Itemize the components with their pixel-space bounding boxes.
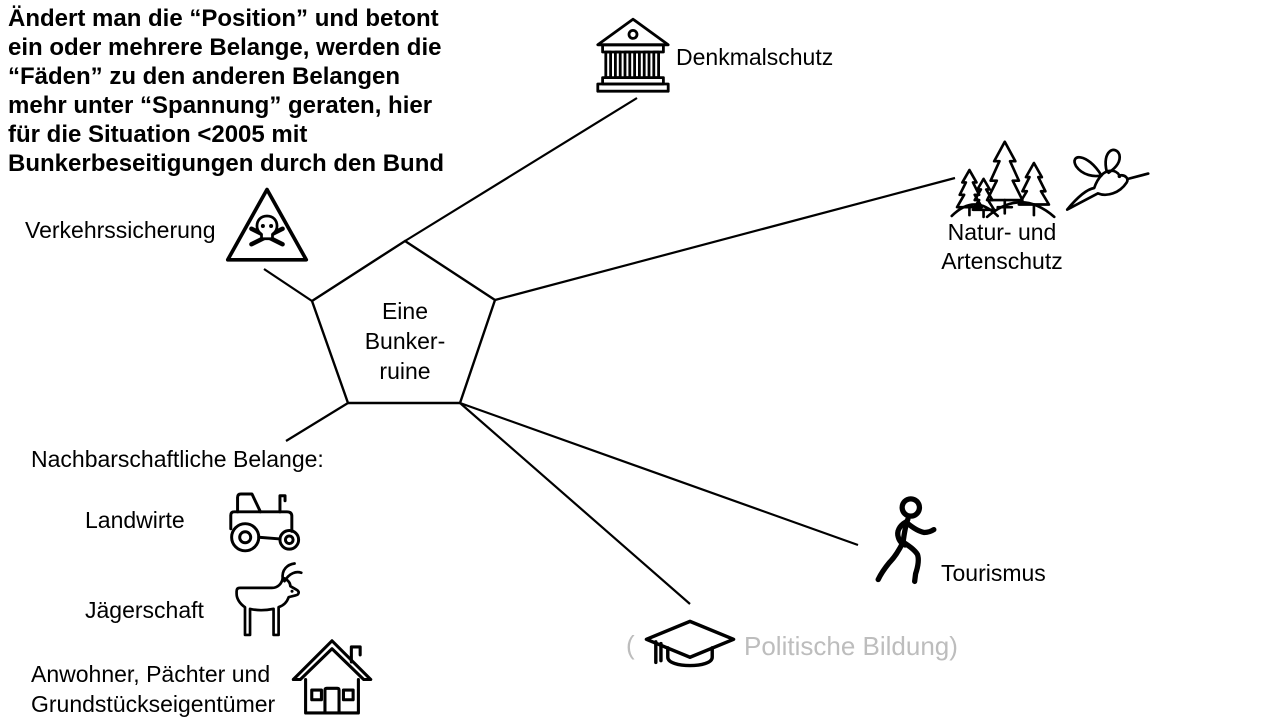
deer-icon [224, 558, 308, 648]
graduation-cap-icon [643, 614, 737, 680]
walking-person-icon [872, 496, 940, 592]
landwirte-label: Landwirte [85, 507, 185, 533]
naturschutz-label-line1: Natur- und [947, 219, 1057, 245]
pentagon-label-line: Bunker- [364, 328, 446, 354]
forest-icon [950, 135, 1056, 221]
line-to-verkehrssicherung [263, 268, 313, 302]
verkehrssicherung-label: Verkehrssicherung [25, 217, 216, 243]
annotation-line: Bunkerbeseitigungen durch den Bund [8, 150, 445, 177]
anwohner-label-line1: Anwohner, Pächter und [31, 661, 271, 687]
skull-warning-icon [221, 184, 313, 268]
pentagon-label-line: Eine [381, 298, 429, 324]
annotation-line: “Fäden” zu den anderen Belangen [8, 63, 401, 90]
annotation-line: Ändert man die “Position” und betont [8, 5, 439, 32]
tourismus-label: Tourismus [941, 560, 1046, 586]
line-to-politische-bildung [459, 402, 691, 605]
line-to-tourismus [459, 401, 859, 547]
annotation-line: mehr unter “Spannung” geraten, hier [8, 92, 433, 119]
annotation-line: für die Situation <2005 mit [8, 121, 308, 148]
line-to-denkmalschutz [404, 97, 638, 242]
politische-bildung-open-paren: ( [626, 630, 635, 660]
tractor-icon [220, 483, 306, 561]
naturschutz-label-line2: Artenschutz [941, 248, 1063, 274]
connector-lines [263, 97, 956, 605]
pentagon-shape [310, 239, 497, 405]
house-icon [288, 632, 376, 720]
pentagon-label: Eine Bunker- ruine [345, 296, 465, 386]
pentagon-label-line: ruine [379, 358, 431, 384]
denkmalschutz-label: Denkmalschutz [676, 44, 834, 70]
annotation-text: Ändert man die “Position” und betont ein… [8, 4, 478, 178]
jaegerschaft-label: Jägerschaft [85, 597, 204, 623]
naturschutz-label: Natur- und Artenschutz [928, 218, 1076, 276]
hummingbird-icon [1060, 142, 1150, 216]
annotation-line: ein oder mehrere Belange, werden die [8, 34, 442, 61]
line-to-nachbarschaft [285, 402, 349, 442]
neighborhood-heading: Nachbarschaftliche Belange: [31, 446, 324, 472]
anwohner-label: Anwohner, Pächter und Grundstückseigentü… [31, 659, 275, 719]
anwohner-label-line2: Grundstückseigentümer [31, 691, 276, 717]
bank-building-icon [593, 16, 673, 96]
line-to-naturschutz [494, 176, 956, 302]
politische-bildung-label: Politische Bildung) [744, 631, 958, 661]
